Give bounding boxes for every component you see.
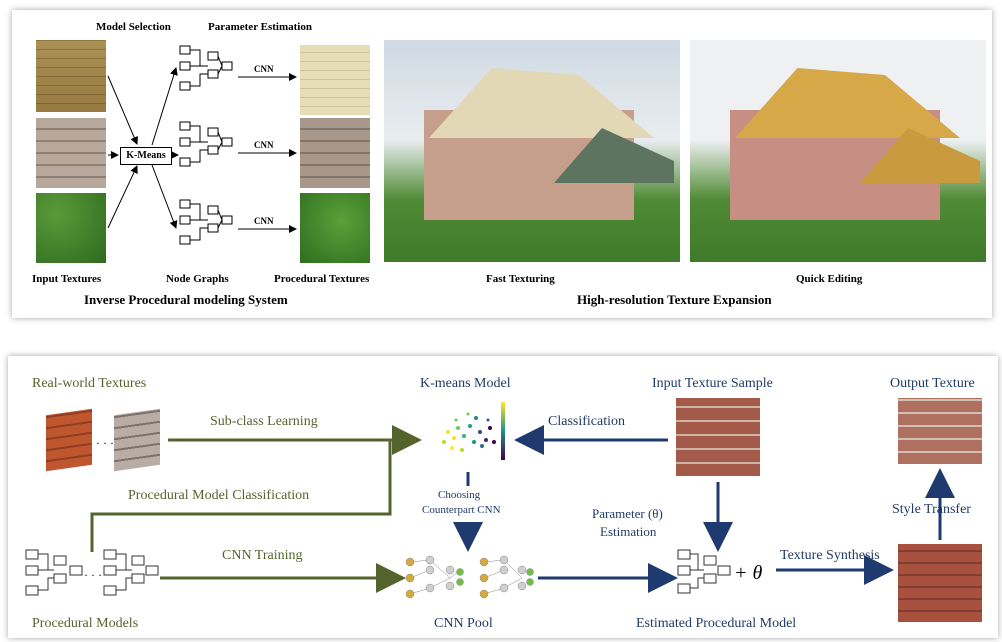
input-texture-sample [676, 398, 760, 476]
cnn-label-1: CNN [254, 64, 274, 74]
parameter-label-line2: Estimation [600, 524, 657, 539]
output-texture [898, 398, 982, 464]
plus-theta-label: + θ [734, 562, 763, 584]
node-graph-2 [179, 121, 233, 167]
input-texture-stone [36, 40, 106, 112]
cnn-training-label: CNN Training [222, 548, 303, 563]
texture-synthesis-label: Texture Synthesis [780, 548, 880, 563]
style-transfer-label: Style Transfer [892, 502, 971, 517]
node-graph-1 [179, 45, 233, 91]
quick-editing-label: Quick Editing [796, 273, 863, 285]
estimated-model-glyph [677, 549, 731, 594]
procedural-textures-label: Procedural Textures [274, 273, 370, 285]
colorbar [501, 402, 505, 460]
synthesized-texture [898, 544, 982, 622]
cnn-pool-label: CNN Pool [434, 616, 493, 631]
choosing-label-line2: Counterpart CNN [422, 504, 501, 516]
input-textures-label: Input Textures [32, 273, 102, 285]
cnn-label-2: CNN [254, 140, 274, 150]
kmeans-box: K-Means [120, 147, 172, 165]
kmeans-scatter-plot [428, 398, 508, 466]
expansion-title: High-resolution Texture Expansion [577, 292, 772, 307]
procedural-texture-stone [300, 45, 370, 115]
procedural-model-glyph-1 [25, 549, 83, 596]
real-world-ellipsis: · · · [96, 436, 114, 450]
procedural-model-classification-label: Procedural Model Classification [128, 488, 310, 503]
bottom-diagram-lines [25, 425, 955, 599]
model-selection-label: Model Selection [96, 21, 171, 33]
subclass-learning-label: Sub-class Learning [210, 414, 318, 429]
procedural-texture-grass [300, 193, 370, 263]
input-texture-grass [36, 193, 106, 263]
procedural-models-label: Procedural Models [32, 616, 139, 631]
classification-label: Classification [548, 414, 625, 429]
procedural-model-glyph-2 [103, 549, 159, 596]
input-texture-brick [36, 118, 106, 188]
estimated-procedural-model-label: Estimated Procedural Model [636, 616, 797, 631]
scatter-points [442, 412, 496, 452]
bottom-panel: Real-world Textures · · · Sub-class Lear… [8, 356, 998, 638]
parameter-estimation-label: Parameter Estimation [208, 21, 312, 33]
top-panel: K-Means [12, 10, 992, 318]
kmeans-model-label: K-means Model [420, 376, 511, 391]
top-diagram-lines [107, 45, 297, 245]
cnn-network-1 [405, 555, 464, 599]
cnn-label-3: CNN [254, 216, 274, 226]
procedural-texture-brick [300, 118, 370, 188]
parameter-label-line1: Parameter (θ) [592, 506, 663, 521]
system-title: Inverse Procedural modeling System [84, 292, 288, 307]
node-graphs-label: Node Graphs [166, 273, 229, 285]
node-graph-3 [179, 199, 233, 245]
fast-texturing-render [384, 40, 680, 262]
procedural-models-ellipsis: · · · [84, 568, 102, 582]
output-texture-label: Output Texture [890, 376, 975, 391]
choosing-label-line1: Choosing [438, 489, 481, 501]
fast-texturing-label: Fast Texturing [486, 273, 555, 285]
cnn-network-2 [479, 555, 534, 599]
input-texture-sample-label: Input Texture Sample [652, 376, 773, 391]
real-world-textures-label: Real-world Textures [32, 376, 147, 391]
quick-editing-render [690, 40, 986, 262]
